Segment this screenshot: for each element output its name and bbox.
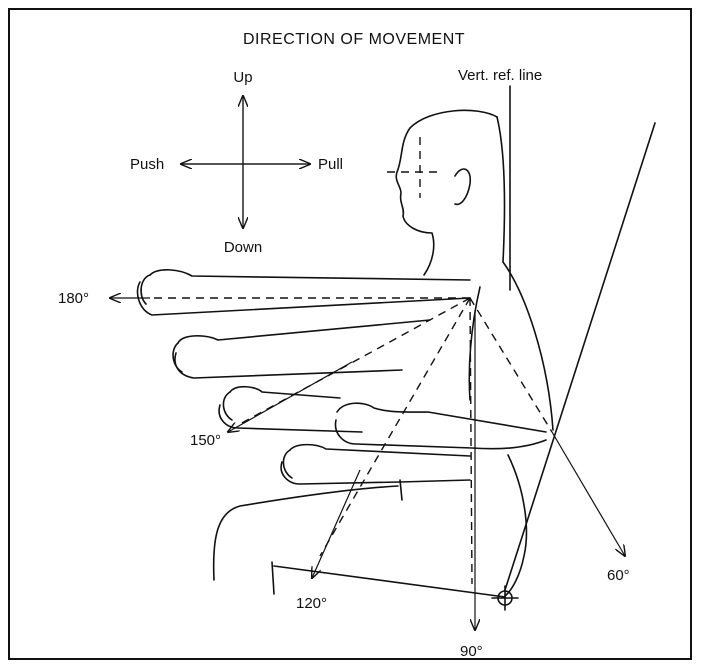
arm-60-lower bbox=[281, 462, 470, 484]
reach-60 bbox=[470, 298, 552, 432]
arrow-60 bbox=[552, 432, 625, 556]
arm-150 bbox=[178, 320, 430, 343]
angle-label-180: 180° bbox=[58, 290, 89, 307]
angle-label-90: 90° bbox=[460, 643, 483, 660]
lower-back bbox=[505, 455, 526, 596]
back-of-head bbox=[497, 117, 505, 262]
arrow-120 bbox=[312, 470, 360, 578]
diagram-title: DIRECTION OF MOVEMENT bbox=[243, 31, 465, 48]
arm-90 bbox=[337, 403, 546, 432]
thigh-outline bbox=[214, 486, 398, 580]
seat-pan bbox=[274, 566, 505, 597]
ear bbox=[455, 169, 470, 204]
arm-180 bbox=[150, 270, 470, 280]
down-label: Down bbox=[224, 239, 262, 256]
angle-label-150: 150° bbox=[190, 432, 221, 449]
arm-120-lower bbox=[219, 405, 362, 432]
angle-label-120: 120° bbox=[296, 595, 327, 612]
fist-120 bbox=[223, 392, 232, 420]
up-label: Up bbox=[233, 69, 252, 86]
fist-60 bbox=[283, 450, 292, 478]
head-outline bbox=[396, 110, 497, 275]
arm-90-lower bbox=[336, 420, 546, 449]
arm-150-lower bbox=[175, 353, 402, 378]
seat-back-line bbox=[505, 123, 655, 590]
angle-arrows bbox=[110, 298, 625, 630]
direction-compass: Up Down Push Pull bbox=[130, 69, 343, 256]
reach-120 bbox=[320, 298, 470, 556]
fist-180 bbox=[141, 275, 150, 304]
seat-front bbox=[272, 562, 274, 594]
hip-line bbox=[400, 480, 402, 500]
arm-120 bbox=[230, 387, 340, 398]
seated-operator-figure bbox=[137, 110, 655, 610]
push-label: Push bbox=[130, 156, 164, 173]
angle-label-60: 60° bbox=[607, 567, 630, 584]
vertical-reference-label: Vert. ref. line bbox=[458, 67, 542, 84]
pull-label: Pull bbox=[318, 156, 343, 173]
